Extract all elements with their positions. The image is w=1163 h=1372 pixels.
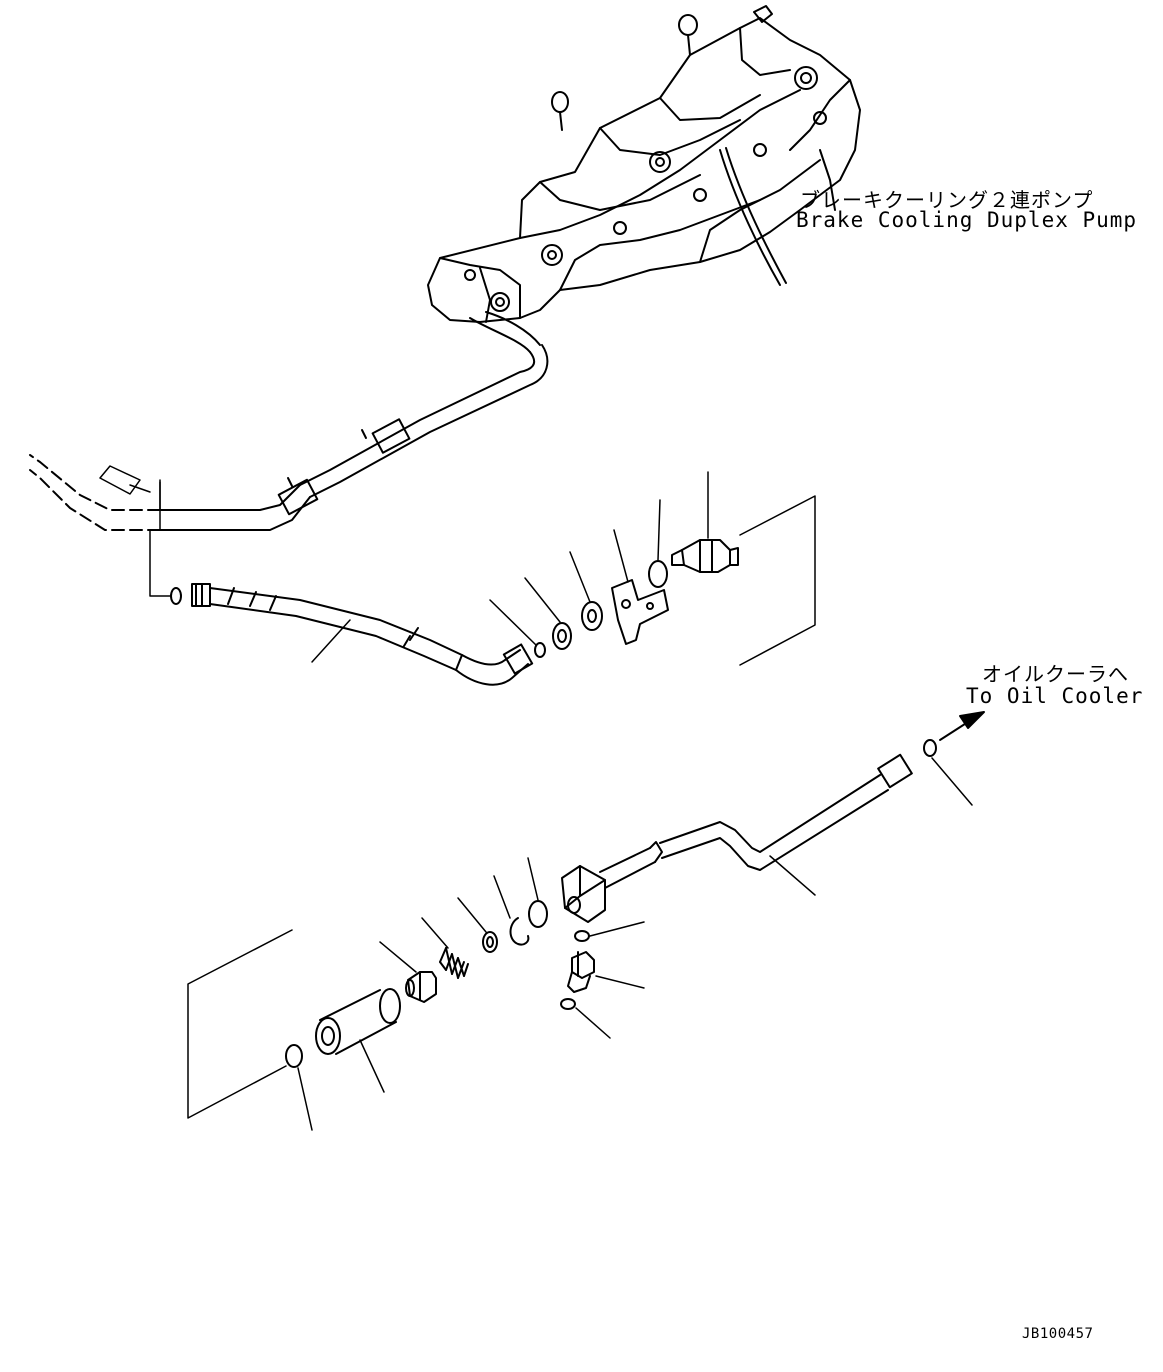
- pump-label-en: Brake Cooling Duplex Pump: [796, 208, 1138, 232]
- nut: [552, 622, 572, 650]
- leader-cooler-oring: [931, 757, 973, 806]
- connector-fitting: [671, 539, 739, 573]
- valve-housing: [315, 988, 401, 1055]
- washer: [581, 601, 603, 631]
- phantom-elbow-fitting: [99, 465, 161, 511]
- bracket: [611, 579, 669, 645]
- o-ring-cooler-end: [923, 739, 937, 757]
- cooler-label-jp: オイルクーラへ: [982, 662, 1129, 686]
- hose-assembly: [170, 583, 534, 686]
- o-ring-plug-2: [560, 998, 576, 1010]
- spring: [439, 947, 469, 979]
- o-ring-large: [528, 900, 548, 928]
- phantom-pipe: [29, 454, 161, 531]
- elbow-plug: [567, 951, 595, 993]
- leader-pipe: [769, 855, 816, 896]
- o-ring-hose-end: [170, 587, 182, 605]
- upper-group-frame: [739, 495, 816, 666]
- pump-label-jp: ブレーキクーリング２連ポンプ: [800, 188, 1094, 212]
- brake-cooling-duplex-pump: [427, 5, 861, 353]
- snap-ring: [509, 917, 530, 946]
- o-ring-small: [534, 642, 546, 658]
- washer-2: [648, 560, 668, 588]
- drawing-code: JB100457: [1022, 1326, 1094, 1342]
- upper-suction-pipe: [159, 344, 549, 531]
- connection-leader: [149, 481, 171, 597]
- oil-cooler-pipe: [561, 711, 985, 923]
- lower-group-frame: [187, 929, 293, 1119]
- o-ring-plug: [574, 930, 590, 942]
- ring-small: [482, 931, 498, 953]
- lower-fittings: [285, 857, 645, 1131]
- o-ring-housing: [285, 1044, 303, 1068]
- poppet: [405, 971, 437, 1003]
- upper-fittings: [489, 471, 739, 658]
- cooler-label-en: To Oil Cooler: [966, 684, 1144, 708]
- leader-hose: [311, 619, 351, 663]
